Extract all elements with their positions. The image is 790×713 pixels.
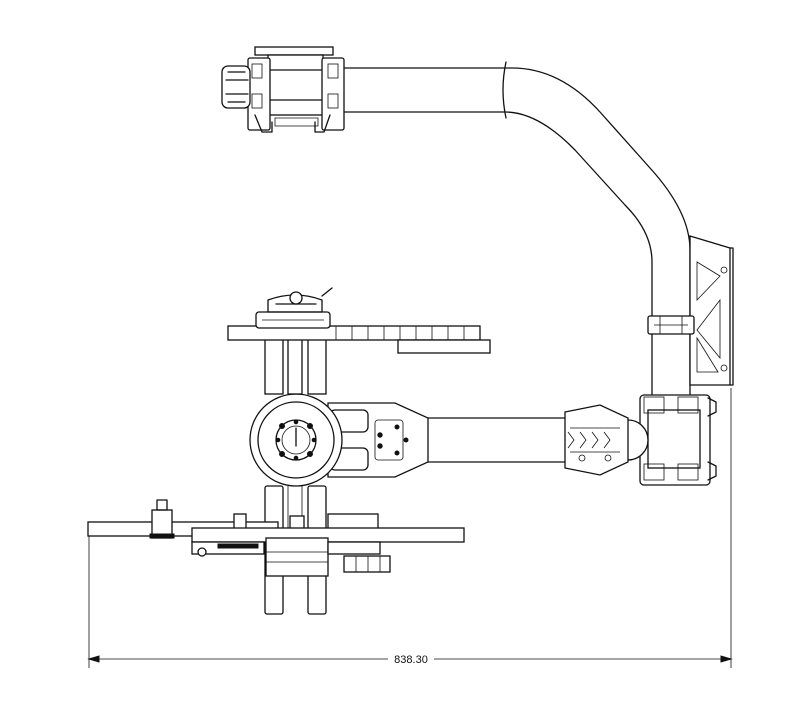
wall-bracket [689, 235, 734, 386]
dimension-label: 838.30 [394, 654, 428, 666]
camera-plate [87, 499, 465, 577]
top-rail [227, 287, 491, 354]
top-motor-mount [221, 46, 345, 133]
dimension-overall-width: 838.30 [87, 388, 733, 668]
horizontal-arm [411, 404, 629, 476]
gimbal-head [249, 393, 429, 487]
elbow-joint [607, 394, 717, 486]
tube-clamp [647, 315, 695, 335]
main-curved-tube [343, 61, 691, 396]
